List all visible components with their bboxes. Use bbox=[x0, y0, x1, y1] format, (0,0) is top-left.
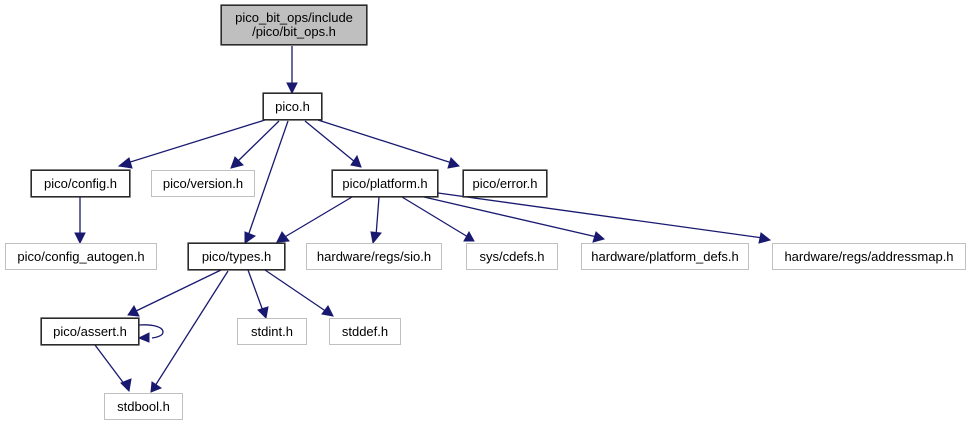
edge-types-to-stdbool bbox=[150, 270, 229, 393]
node-config_autogen[interactable]: pico/config_autogen.h bbox=[5, 243, 157, 270]
arrowhead bbox=[117, 157, 133, 169]
node-cdefs[interactable]: sys/cdefs.h bbox=[466, 243, 558, 270]
edge-assert-to-stdbool bbox=[94, 344, 132, 393]
arrowhead bbox=[137, 332, 150, 343]
arrowhead bbox=[230, 156, 244, 169]
edge-platform-to-platform_defs bbox=[423, 196, 606, 243]
node-config[interactable]: pico/config.h bbox=[31, 170, 130, 197]
arrowhead bbox=[244, 231, 257, 244]
edge-types-to-stdint bbox=[247, 269, 269, 320]
arrowhead bbox=[276, 231, 290, 243]
edge-pico-to-platform bbox=[304, 120, 362, 168]
edge-platform-to-sio bbox=[370, 196, 382, 245]
node-stdbool[interactable]: stdbool.h bbox=[104, 393, 183, 420]
arrowhead bbox=[350, 154, 362, 168]
arrowhead bbox=[463, 230, 475, 242]
arrowhead bbox=[370, 231, 382, 245]
edge-config-to-config_autogen bbox=[74, 197, 86, 245]
edge-pico-to-version bbox=[230, 120, 280, 169]
node-root: pico_bit_ops/include /pico/bit_ops.h bbox=[221, 5, 367, 45]
arrowhead bbox=[120, 378, 132, 393]
node-stddef[interactable]: stddef.h bbox=[329, 318, 401, 345]
node-sio[interactable]: hardware/regs/sio.h bbox=[306, 243, 442, 270]
edge-pico-to-config bbox=[117, 119, 266, 169]
node-platform_defs[interactable]: hardware/platform_defs.h bbox=[581, 243, 749, 270]
edge-root-to-pico bbox=[286, 46, 298, 95]
edge-platform-to-addressmap bbox=[437, 192, 772, 244]
node-pico[interactable]: pico.h bbox=[263, 93, 322, 120]
node-addressmap[interactable]: hardware/regs/addressmap.h bbox=[772, 243, 966, 270]
node-assert[interactable]: pico/assert.h bbox=[41, 318, 139, 345]
arrowhead bbox=[74, 232, 86, 245]
edge-platform-to-cdefs bbox=[401, 196, 475, 242]
arrowhead bbox=[257, 306, 269, 320]
node-stdint[interactable]: stdint.h bbox=[237, 318, 307, 345]
node-types[interactable]: pico/types.h bbox=[188, 243, 285, 270]
node-error[interactable]: pico/error.h bbox=[463, 170, 547, 197]
arrowhead bbox=[286, 82, 298, 95]
arrowhead bbox=[758, 232, 772, 244]
node-version[interactable]: pico/version.h bbox=[151, 170, 255, 197]
edge-assert-to-assert bbox=[137, 324, 164, 343]
arrowhead bbox=[447, 157, 461, 169]
arrowhead bbox=[321, 305, 334, 317]
arrowhead bbox=[150, 381, 163, 393]
edge-types-to-assert bbox=[127, 269, 222, 317]
arrowhead bbox=[592, 231, 606, 243]
edge-platform-to-types bbox=[276, 196, 353, 243]
edge-pico-to-error bbox=[317, 119, 461, 169]
edge-types-to-stddef bbox=[264, 269, 334, 317]
arrowhead bbox=[127, 305, 140, 317]
node-platform[interactable]: pico/platform.h bbox=[332, 170, 438, 197]
